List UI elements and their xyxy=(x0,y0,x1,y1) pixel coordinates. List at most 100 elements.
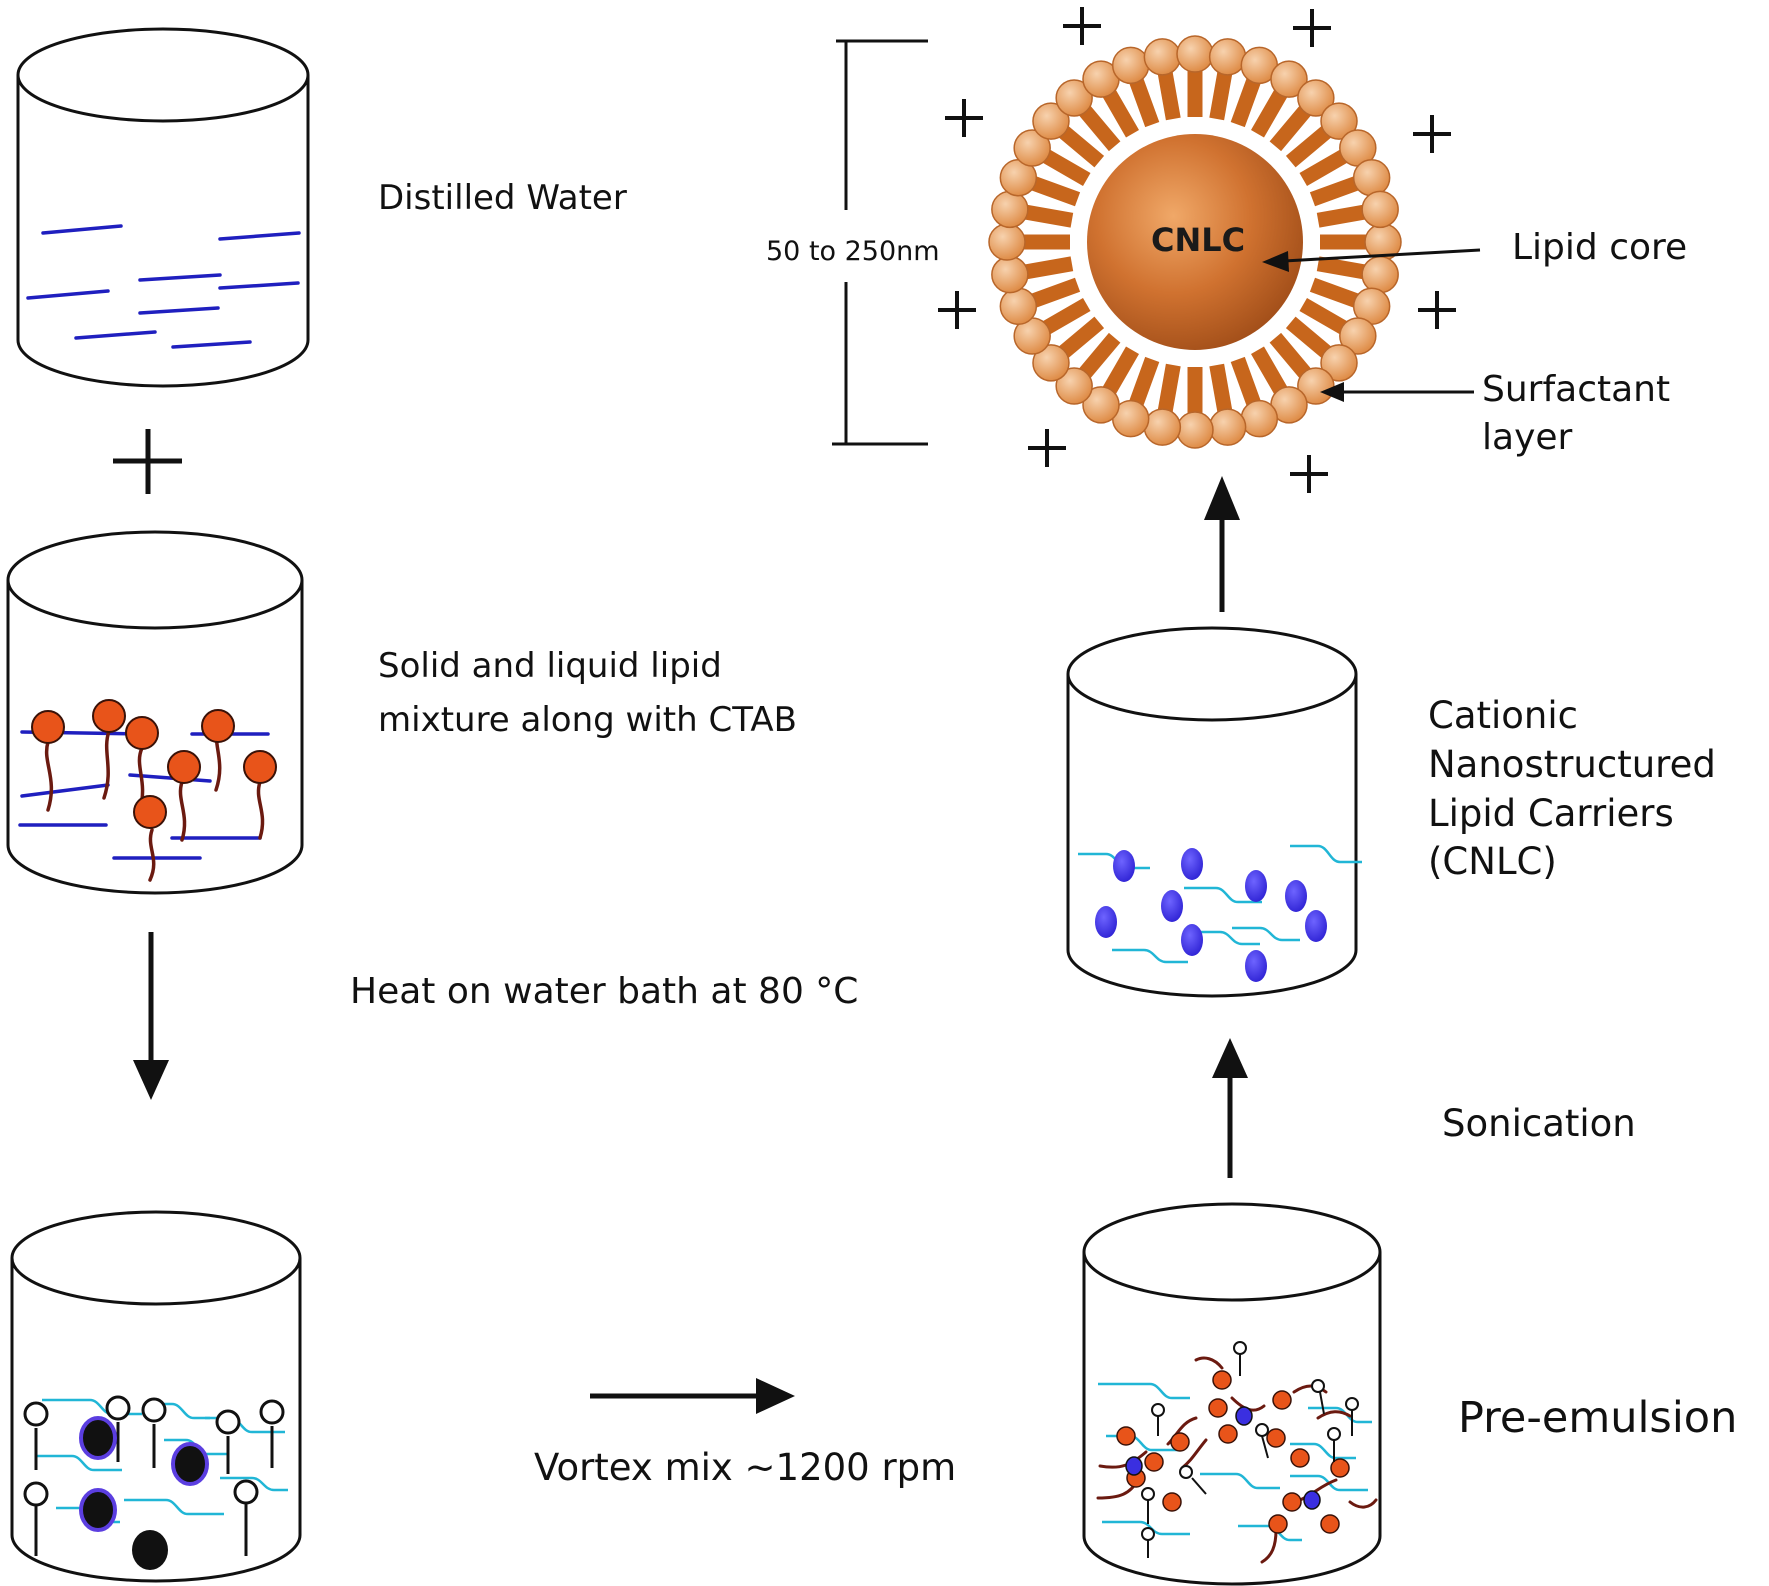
surfactant-tail xyxy=(1285,316,1334,360)
surfactant-tail xyxy=(1077,332,1121,381)
label-lipid-mixture-line-2: mixture along with CTAB xyxy=(378,699,797,740)
surfactant-head xyxy=(1270,60,1308,98)
lipid-core-pointer xyxy=(1262,248,1481,272)
beaker-distilled-water xyxy=(16,27,310,388)
positive-charge-icons xyxy=(938,7,1456,493)
surfactant-tail xyxy=(1022,204,1074,228)
surfactant-head xyxy=(1297,79,1335,117)
surfactant-tail xyxy=(1056,124,1105,168)
label-cnlc: Cationic Nanostructured Lipid Carriers (… xyxy=(1428,692,1716,887)
surfactant-head xyxy=(1297,367,1335,405)
surfactant-tail xyxy=(1022,256,1074,280)
surfactant-tail xyxy=(1230,75,1262,128)
plus-sign-icon xyxy=(113,429,182,494)
surfactant-head xyxy=(1055,79,1093,117)
surfactant-tail xyxy=(1077,103,1121,152)
surfactant-head xyxy=(1143,408,1182,446)
surfactant-tail xyxy=(1269,103,1313,152)
surfactant-head xyxy=(1320,344,1358,382)
surfactant-head xyxy=(1082,386,1120,424)
surfactant-tail xyxy=(1309,175,1362,207)
lipid-molecules xyxy=(31,699,277,882)
surfactant-tail xyxy=(1040,298,1091,336)
surfactant-head xyxy=(1240,399,1279,438)
surfactant-tail xyxy=(1101,87,1139,138)
label-cnlc-line-4: (CNLC) xyxy=(1428,840,1557,884)
beaker-cnlc xyxy=(1066,626,1358,998)
label-pre-emulsion: Pre-emulsion xyxy=(1458,1393,1738,1443)
surfactant-head xyxy=(1111,46,1150,85)
label-distilled-water: Distilled Water xyxy=(378,178,627,218)
label-vortex: Vortex mix ~1200 rpm xyxy=(534,1446,957,1489)
surfactant-tail xyxy=(1157,69,1181,121)
beaker-pre-emulsion xyxy=(1082,1202,1382,1586)
surfactant-head xyxy=(1176,35,1214,73)
beaker-heated-mixture xyxy=(10,1210,302,1583)
surfactant-tail xyxy=(1269,332,1313,381)
surfactant-head xyxy=(991,190,1029,229)
surfactant-layer-pointer xyxy=(1320,382,1474,402)
surfactant-head xyxy=(988,223,1026,261)
surfactant-head xyxy=(1055,367,1093,405)
right-arrow-icon xyxy=(590,1378,795,1414)
surfactant-head xyxy=(1032,102,1070,140)
surfactant-tail xyxy=(1056,316,1105,360)
surfactant-head xyxy=(1361,190,1399,229)
up-arrow-icon xyxy=(1204,476,1240,612)
surfactant-tail xyxy=(1316,256,1368,280)
label-cnlc-line-1: Cationic xyxy=(1428,694,1579,737)
surfactant-head xyxy=(999,287,1038,326)
surfactant-tail xyxy=(1040,148,1091,186)
surfactant-head xyxy=(1013,129,1051,167)
label-lipid-core: Lipid core xyxy=(1512,227,1688,268)
label-core-cnlc: CNLC xyxy=(1151,221,1246,259)
surfactant-tail xyxy=(1309,277,1362,309)
surfactant-tail xyxy=(1128,75,1160,128)
label-size-range: 50 to 250nm xyxy=(766,236,940,267)
surfactant-tail xyxy=(1128,356,1160,409)
surfactant-head xyxy=(1352,158,1391,197)
surfactant-tail xyxy=(1028,175,1081,207)
label-cnlc-line-3: Lipid Carriers xyxy=(1428,791,1674,835)
cnlc-contents xyxy=(1078,844,1362,982)
surfactant-heads xyxy=(988,35,1402,449)
surfactant-head xyxy=(1339,317,1377,355)
surfactant-tail xyxy=(1251,346,1289,397)
surfactant-tail xyxy=(1209,69,1233,121)
label-surfactant-layer: Surfactant layer xyxy=(1482,369,1671,458)
nanoparticle-icon xyxy=(988,35,1402,449)
surfactant-tails xyxy=(1021,68,1369,416)
surfactant-head xyxy=(1176,411,1214,449)
surfactant-head xyxy=(1208,38,1247,76)
water-lines xyxy=(26,224,301,349)
lipid-droplets xyxy=(79,1416,209,1570)
surfactant-tail xyxy=(1101,346,1139,397)
surfactant-tail xyxy=(1230,356,1262,409)
surfactant-tail xyxy=(1157,363,1181,415)
surfactant-head xyxy=(1320,102,1358,140)
size-bracket xyxy=(832,39,928,446)
surfactant-head xyxy=(1361,255,1399,294)
label-lipid-mixture: Solid and liquid lipid mixture along wit… xyxy=(378,640,797,747)
surfactant-head xyxy=(1208,408,1247,446)
label-heat: Heat on water bath at 80 °C xyxy=(350,971,859,1012)
surfactant-tail xyxy=(1316,204,1368,228)
label-cnlc-line-2: Nanostructured xyxy=(1428,742,1716,786)
label-sonication: Sonication xyxy=(1442,1102,1636,1145)
lipid-core xyxy=(1087,134,1303,350)
surfactant-tail xyxy=(1299,298,1350,336)
surfactant-tail xyxy=(1299,148,1350,186)
label-lipid-mixture-line-1: Solid and liquid lipid xyxy=(378,646,722,686)
surfactant-head xyxy=(1032,344,1070,382)
surfactant-tail xyxy=(1028,277,1081,309)
surfactant-tail xyxy=(1209,363,1233,415)
surfactant-head xyxy=(1143,38,1182,76)
beaker-lipid-mixture xyxy=(6,530,304,895)
down-arrow-icon xyxy=(133,932,169,1100)
surfactant-molecules xyxy=(23,1395,285,1556)
surfactant-tail xyxy=(1251,87,1289,138)
up-arrow-icon xyxy=(1212,1038,1248,1178)
surfactant-tail xyxy=(1285,124,1334,168)
surfactant-head xyxy=(991,255,1029,294)
